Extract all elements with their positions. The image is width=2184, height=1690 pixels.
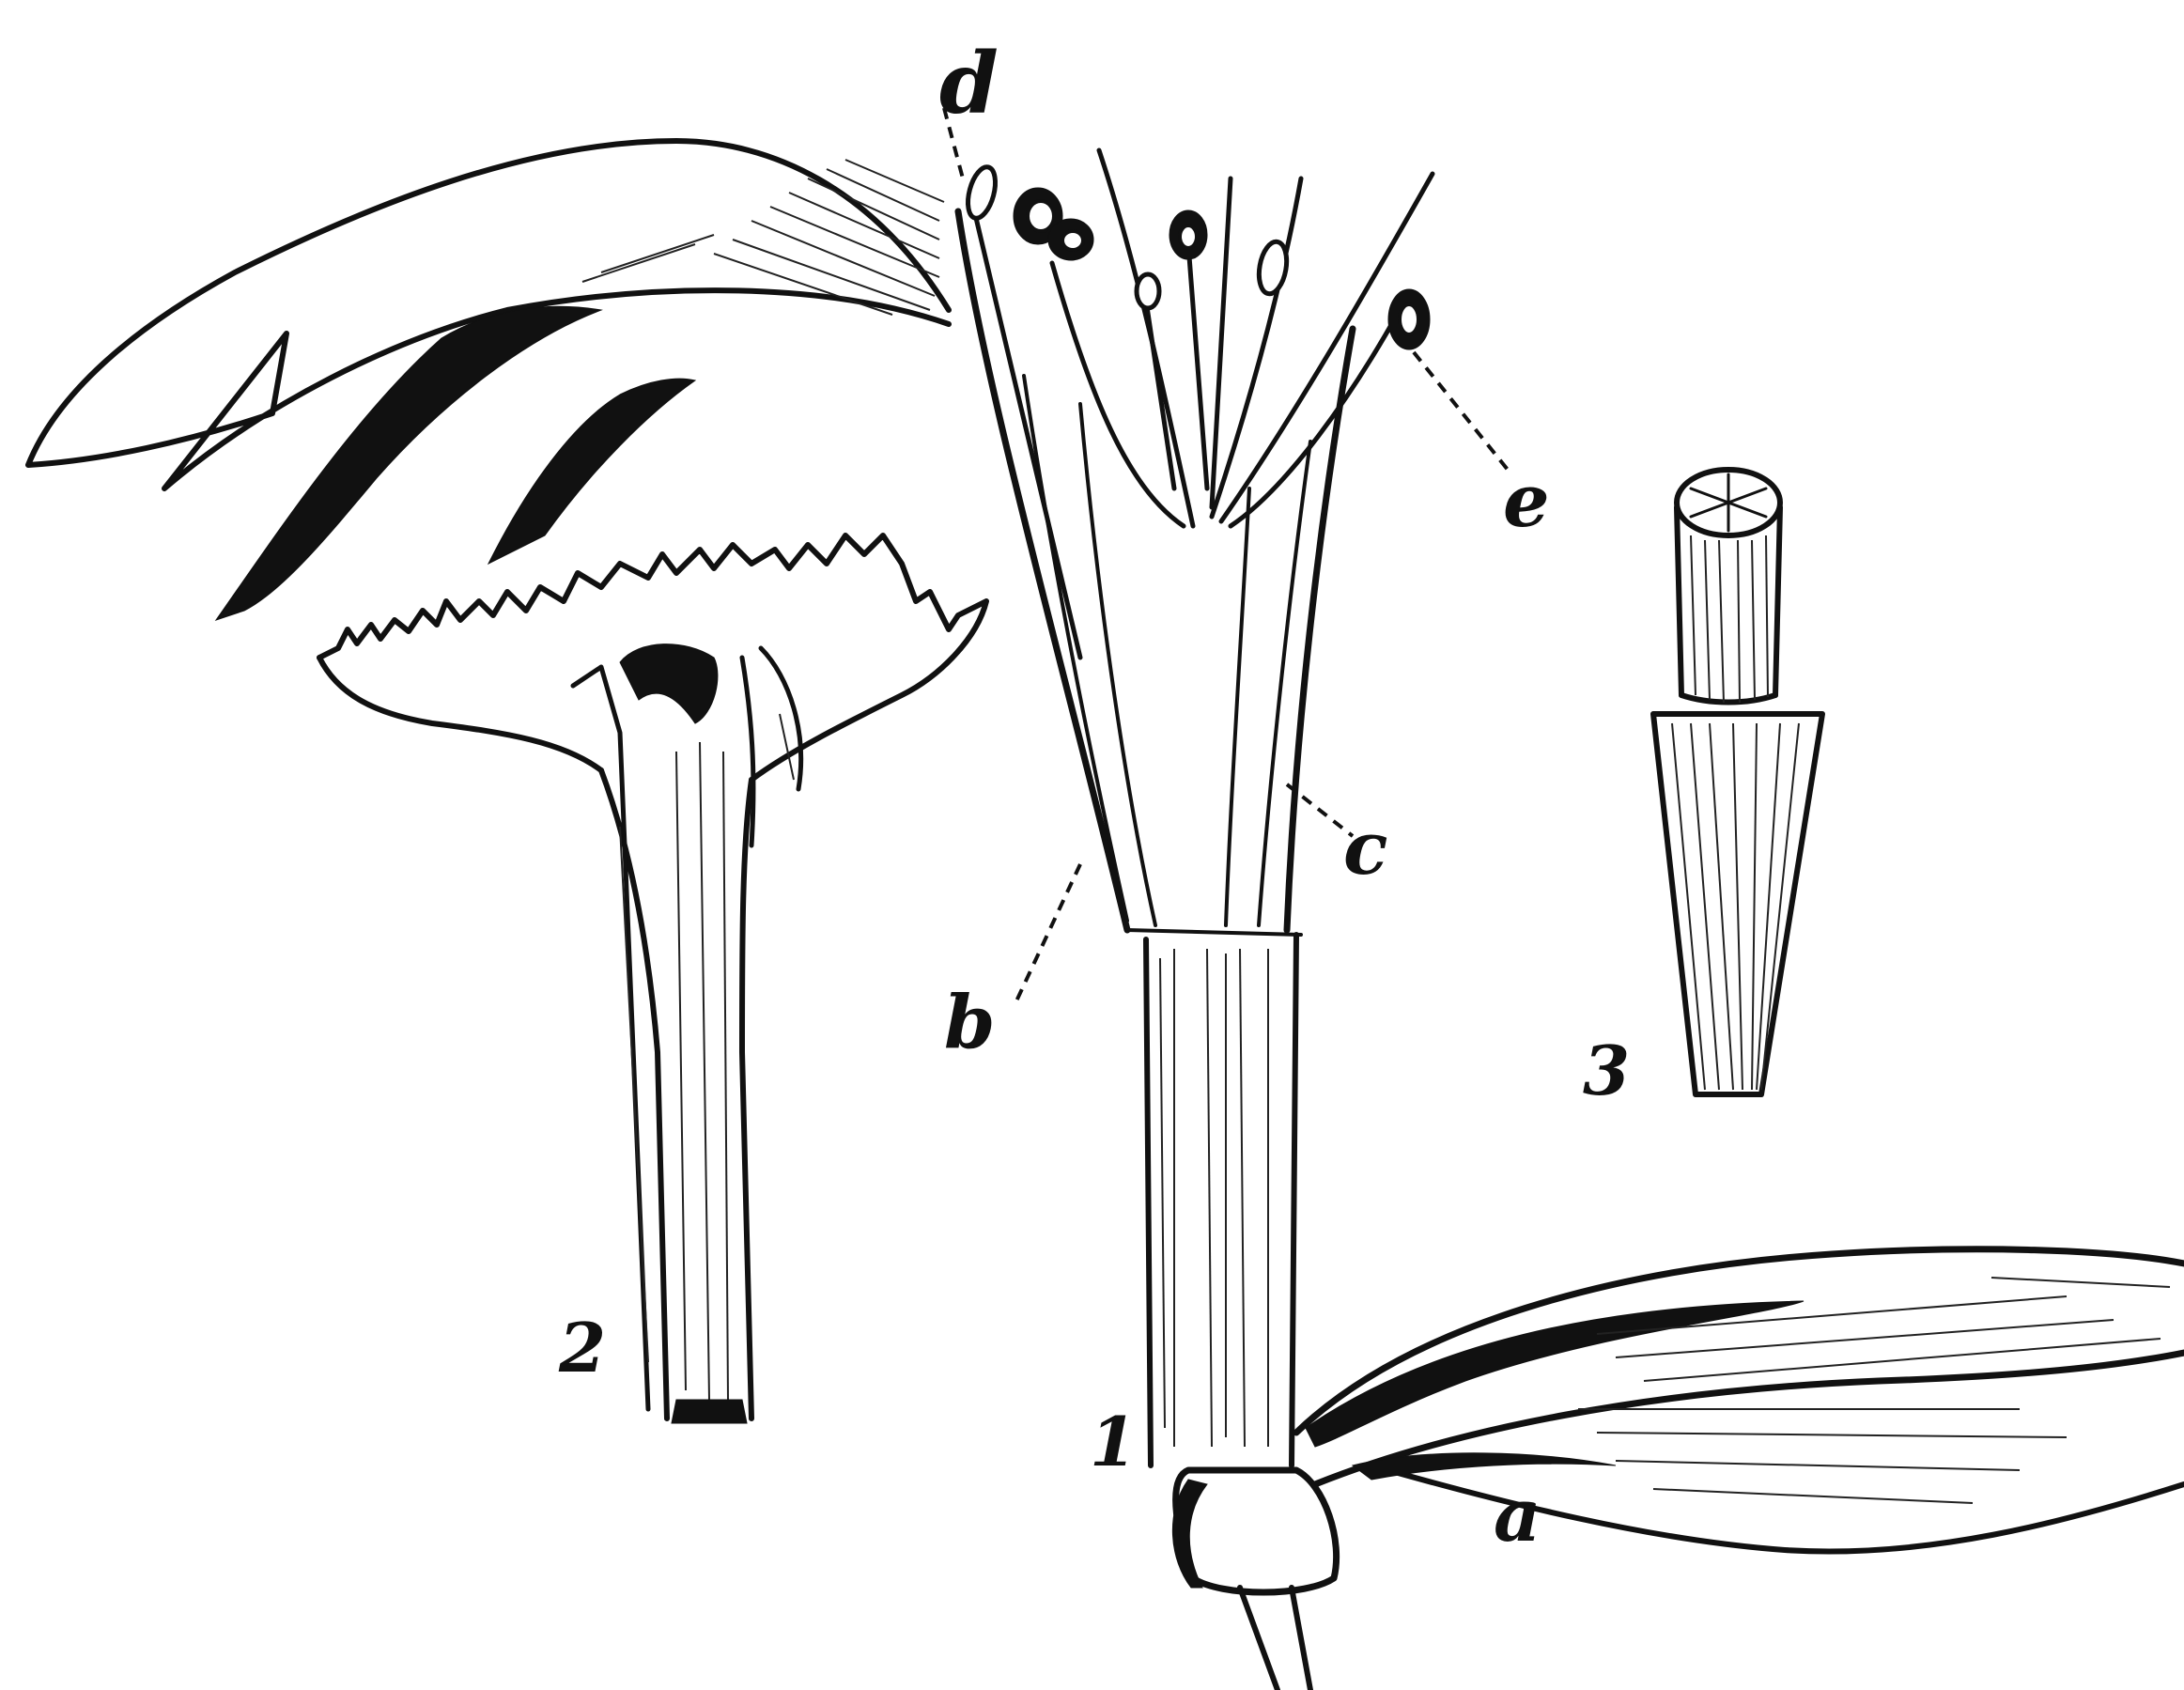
leader-e bbox=[1414, 352, 1508, 470]
stamens bbox=[963, 150, 1433, 658]
figure-number-1: 1 bbox=[1090, 1402, 1137, 1481]
leaves bbox=[1296, 1249, 2184, 1552]
label-d: d bbox=[939, 34, 999, 133]
stem-node bbox=[1172, 1470, 1336, 1690]
label-a: a bbox=[1494, 1473, 1541, 1558]
label-c: c bbox=[1343, 806, 1388, 892]
label-e: e bbox=[1503, 458, 1550, 544]
figure-2-flower-section bbox=[319, 535, 986, 1423]
figure-number-3: 3 bbox=[1583, 1031, 1630, 1110]
label-b: b bbox=[944, 980, 996, 1065]
figure-3-ovary bbox=[1653, 470, 1822, 1094]
leader-b bbox=[1015, 864, 1080, 1005]
figure-number-2: 2 bbox=[558, 1308, 606, 1388]
anther-cluster bbox=[1014, 188, 1093, 260]
